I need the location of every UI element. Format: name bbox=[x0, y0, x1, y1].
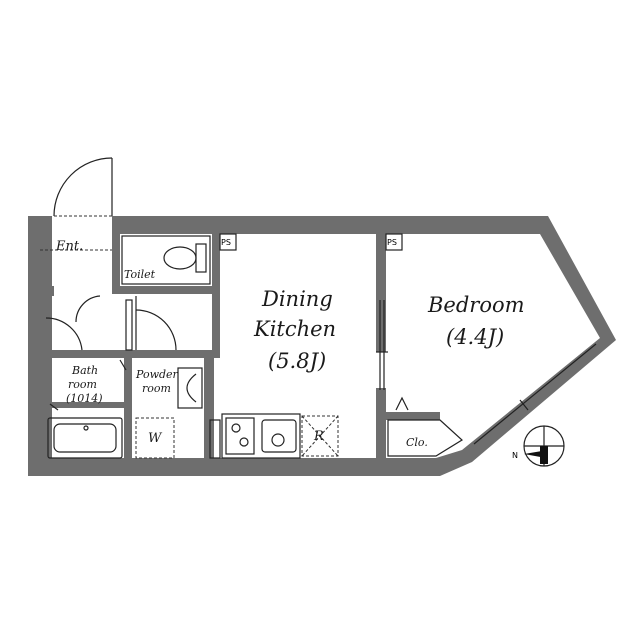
closet bbox=[387, 396, 463, 457]
washbasin bbox=[119, 359, 203, 459]
bedroom-label: Bedroom bbox=[427, 293, 525, 317]
bedroom-size: (4.4J) bbox=[446, 325, 504, 349]
entrance-label: Ent. bbox=[55, 239, 83, 254]
bath-label-line2: room bbox=[68, 378, 97, 391]
entrance-door bbox=[40, 157, 113, 251]
washer-label: W bbox=[148, 431, 163, 446]
bedroom-window bbox=[473, 343, 597, 445]
dining-kitchen-size: (5.8J) bbox=[268, 349, 326, 373]
compass: N bbox=[512, 425, 565, 467]
pipe-space-1-label: PS bbox=[221, 238, 231, 247]
dining-kitchen-label-line1: Dining bbox=[261, 287, 333, 311]
toilet-fixture bbox=[75, 235, 211, 323]
kitchen-counter bbox=[209, 413, 301, 459]
powder-room-label-line1: Powder bbox=[135, 368, 179, 381]
sliding-door bbox=[376, 300, 388, 390]
pipe-space-2 bbox=[385, 233, 403, 251]
hall-doors bbox=[45, 296, 177, 351]
closet-label: Clo. bbox=[406, 436, 428, 449]
compass-north-label: N bbox=[512, 451, 518, 460]
bath-label-line1: Bath bbox=[71, 364, 98, 377]
refrigerator-label: R bbox=[313, 429, 324, 444]
powder-room-label-line2: room bbox=[142, 382, 171, 395]
pipe-space-1 bbox=[219, 233, 237, 251]
bath-size: (1014) bbox=[66, 392, 103, 405]
toilet-label: Toilet bbox=[124, 268, 156, 281]
pipe-space-2-label: PS bbox=[387, 238, 397, 247]
interior-walls bbox=[40, 230, 440, 462]
refrigerator-space bbox=[301, 415, 339, 457]
dining-kitchen-label-line2: Kitchen bbox=[253, 317, 336, 341]
bathtub bbox=[47, 403, 123, 459]
